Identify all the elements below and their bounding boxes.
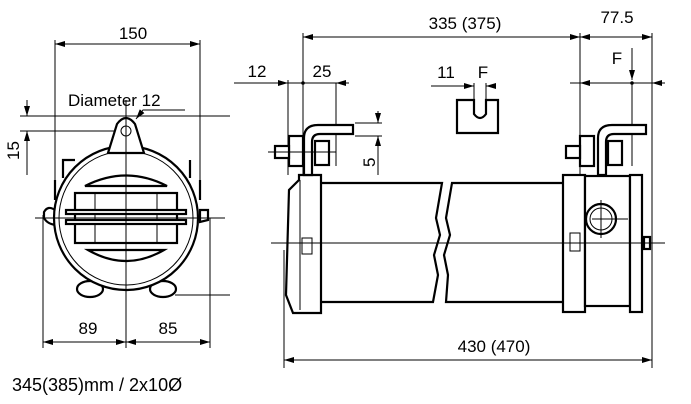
front-view: 150 Diameter 12 15 89 85 [4,24,230,348]
hole-label: Diameter 12 [68,91,161,110]
bracket-dimension-b: 25 [313,62,332,81]
caption: 345(385)mm / 2x10Ø [12,375,182,395]
end-dimension: 77.5 [600,8,633,27]
detail-label: F [612,49,622,68]
left-dimension: 89 [79,319,98,338]
height-dimension: 5 [360,158,379,167]
width-dimension: 150 [119,24,147,43]
left-end-cap [284,173,323,315]
tube-left [321,181,444,304]
bracket-dimension-a: 12 [248,62,267,81]
notch-detail [455,98,500,135]
center-distance-dimension: 335 (375) [429,14,502,33]
lug-offset-dimension: 15 [4,141,23,160]
notch-label: F [478,63,488,82]
tube-right [442,181,564,304]
side-view: 335 (375) 77.5 12 25 11 F F 5 [234,8,665,368]
overall-length-dimension: 430 (470) [458,337,531,356]
notch-dimension: 11 [437,63,455,82]
right-dimension: 85 [159,319,178,338]
